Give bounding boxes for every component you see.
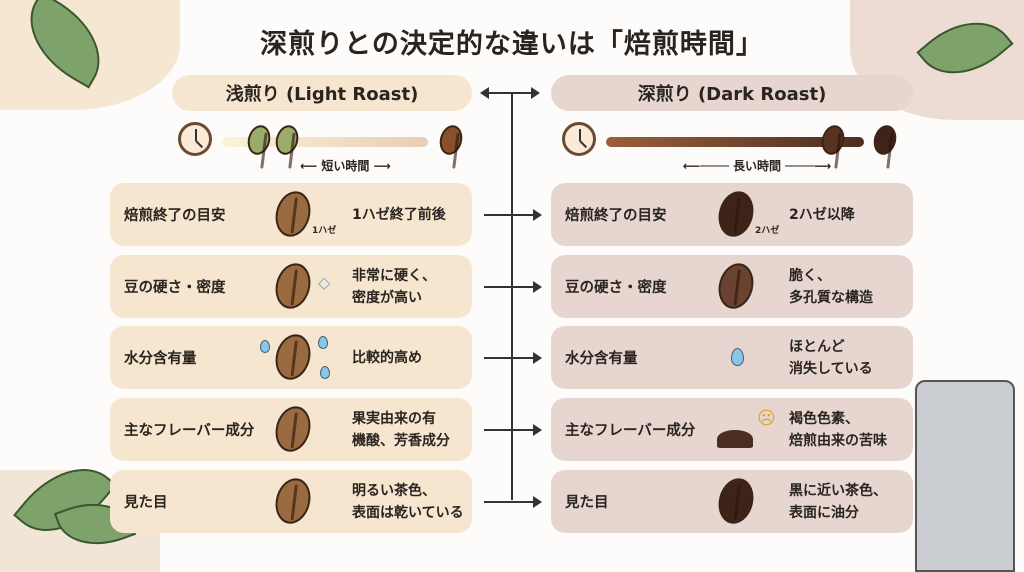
- long-time-label: ⟵──── 長い時間 ────⟶: [682, 159, 832, 173]
- row-label: 水分含有量: [124, 351, 197, 367]
- short-time-text: 短い時間: [321, 159, 370, 173]
- light-bean-icon: [270, 187, 316, 241]
- row-label: 豆の硬さ・密度: [565, 280, 667, 296]
- row-value: 1ハゼ終了前後: [352, 206, 446, 223]
- dark-time-bar: [606, 137, 864, 147]
- dark-bean-icon: [713, 187, 759, 241]
- green-bean-icon: [272, 122, 302, 158]
- dark-row-flavor: 主なフレーバー成分 ☹ 褐色色素、 焙煎由来の苦味: [551, 398, 913, 461]
- row-label: 主なフレーバー成分: [124, 423, 255, 439]
- row-arrow: [484, 352, 542, 364]
- row-value: 黒に近い茶色、 表面に油分: [789, 482, 887, 521]
- connector-line: [511, 92, 513, 500]
- dark-bean-icon: [870, 122, 900, 158]
- stopwatch-icon: [562, 122, 596, 156]
- dark-bean-icon: [713, 474, 759, 528]
- light-row-flavor: 主なフレーバー成分 果実由来の有 機酸、芳香成分: [110, 398, 472, 461]
- row-label: 見た目: [565, 495, 609, 511]
- short-time-label: ⟵ 短い時間 ⟶: [300, 159, 391, 173]
- row-value: 2ハゼ以降: [789, 206, 855, 223]
- second-crack-note: 2ハゼ: [755, 226, 780, 236]
- roasted-bean-icon: [436, 122, 466, 158]
- light-bean-icon: [270, 330, 316, 384]
- light-row-roast-end: 焙煎終了の目安 1ハゼ 1ハゼ終了前後: [110, 183, 472, 246]
- coffee-grounds-icon: [717, 430, 753, 448]
- row-value: 明るい茶色、 表面は乾いている: [352, 482, 464, 521]
- first-crack-note: 1ハゼ: [312, 226, 337, 236]
- light-row-moisture: 水分含有量 比較的高め: [110, 326, 472, 389]
- water-drop-icon: [260, 340, 270, 353]
- water-drop-icon: [731, 348, 744, 366]
- page-title: 深煎りとの決定的な違いは「焙煎時間」: [260, 29, 764, 60]
- row-value: 果実由来の有 機酸、芳香成分: [352, 410, 450, 449]
- light-row-hardness: 豆の硬さ・密度 ◇ 非常に硬く、 密度が高い: [110, 255, 472, 318]
- row-label: 豆の硬さ・密度: [124, 280, 226, 296]
- row-arrow: [484, 209, 542, 221]
- compare-arrow: [480, 87, 540, 99]
- stopwatch-icon: [178, 122, 212, 156]
- light-bean-icon: [270, 474, 316, 528]
- dark-roast-header: 深煎り (Dark Roast): [551, 75, 913, 111]
- row-value: 褐色色素、 焙煎由来の苦味: [789, 410, 887, 449]
- dark-bean-icon: [713, 259, 759, 313]
- sad-face-icon: ☹: [757, 408, 776, 429]
- light-roast-header: 浅煎り (Light Roast): [172, 75, 472, 111]
- diamond-icon: ◇: [318, 273, 331, 292]
- roaster-machine-icon: [915, 380, 1015, 572]
- light-time-bar: [222, 137, 428, 147]
- row-label: 水分含有量: [565, 351, 638, 367]
- row-arrow: [484, 281, 542, 293]
- long-time-text: 長い時間: [732, 159, 781, 173]
- light-row-appearance: 見た目 明るい茶色、 表面は乾いている: [110, 470, 472, 533]
- water-drop-icon: [320, 366, 330, 379]
- dark-row-hardness: 豆の硬さ・密度 脆く、 多孔質な構造: [551, 255, 913, 318]
- dark-bean-icon: [818, 122, 848, 158]
- row-value: 非常に硬く、 密度が高い: [352, 267, 436, 306]
- light-bean-icon: [270, 402, 316, 456]
- row-arrow: [484, 496, 542, 508]
- green-bean-icon: [244, 122, 274, 158]
- water-drop-icon: [318, 336, 328, 349]
- dark-row-appearance: 見た目 黒に近い茶色、 表面に油分: [551, 470, 913, 533]
- row-arrow: [484, 424, 542, 436]
- row-label: 焙煎終了の目安: [565, 208, 667, 224]
- row-value: 比較的高め: [352, 349, 422, 366]
- row-value: 脆く、 多孔質な構造: [789, 267, 873, 306]
- row-label: 見た目: [124, 495, 168, 511]
- row-value: ほとんど 消失している: [789, 338, 873, 377]
- row-label: 主なフレーバー成分: [565, 423, 696, 439]
- dark-row-roast-end: 焙煎終了の目安 2ハゼ 2ハゼ以降: [551, 183, 913, 246]
- row-label: 焙煎終了の目安: [124, 208, 226, 224]
- light-bean-icon: [270, 259, 316, 313]
- dark-row-moisture: 水分含有量 ほとんど 消失している: [551, 326, 913, 389]
